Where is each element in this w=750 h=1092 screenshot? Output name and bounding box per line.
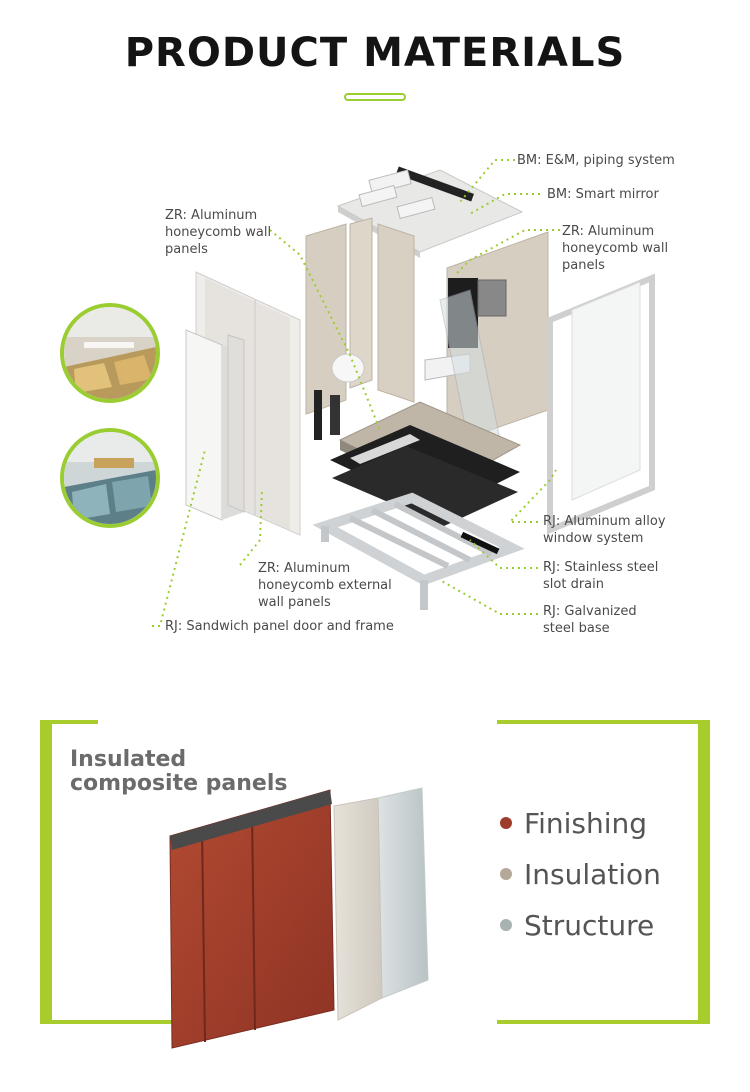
panel-section-title: Insulated composite panels: [70, 747, 288, 796]
legend-structure-label: Structure: [524, 908, 655, 942]
leader-lines: [152, 159, 560, 627]
label-rj-drain: RJ: Stainless steel slot drain: [543, 560, 659, 592]
legend-insulation-label: Insulation: [524, 857, 661, 891]
frame-right-bar: [698, 720, 710, 1024]
frame-left-bar: [40, 720, 52, 1024]
structure-dot-icon: [500, 919, 512, 931]
frame-right-top: [497, 720, 710, 724]
factory-photo-1-icon: [64, 307, 156, 399]
label-rj-window: RJ: Aluminum alloy window system: [543, 514, 666, 546]
frame-bottom-right: [497, 1020, 710, 1024]
label-rj-base: RJ: Galvanized steel base: [543, 604, 637, 636]
right-honeycomb-panel: [424, 231, 549, 451]
legend-finishing: Finishing: [500, 806, 647, 840]
label-bm-em: BM: E&M, piping system: [517, 153, 675, 168]
floor-assembly: [330, 401, 522, 526]
factory-photo-2: [60, 428, 160, 528]
factory-photo-1: [60, 303, 160, 403]
insulation-dot-icon: [500, 868, 512, 880]
composite-panel-illustration: [169, 787, 429, 1049]
exploded-module-illustration: [152, 159, 655, 627]
label-rj-door: RJ: Sandwich panel door and frame: [165, 619, 394, 634]
frame-left-top: [40, 720, 98, 724]
frame-bottom-left: [40, 1020, 244, 1024]
label-bm-mirror: BM: Smart mirror: [547, 187, 659, 202]
legend-finishing-label: Finishing: [524, 806, 648, 840]
sandwich-door: [185, 329, 245, 521]
title-underline: [344, 93, 406, 101]
left-honeycomb-panels: [305, 217, 415, 440]
steel-base-frame: [312, 492, 525, 610]
label-zr-right: ZR: Aluminum honeycomb wall panels: [562, 224, 669, 273]
finishing-dot-icon: [500, 817, 512, 829]
page-title: PRODUCT MATERIALS: [124, 30, 626, 76]
label-zr-left: ZR: Aluminum honeycomb wall panels: [165, 208, 272, 257]
factory-photo-2-icon: [64, 432, 156, 524]
legend-structure: Structure: [500, 908, 654, 942]
label-zr-external: ZR: Aluminum honeycomb external wall pan…: [258, 561, 392, 610]
window-frame: [547, 273, 655, 535]
legend-insulation: Insulation: [500, 857, 661, 891]
